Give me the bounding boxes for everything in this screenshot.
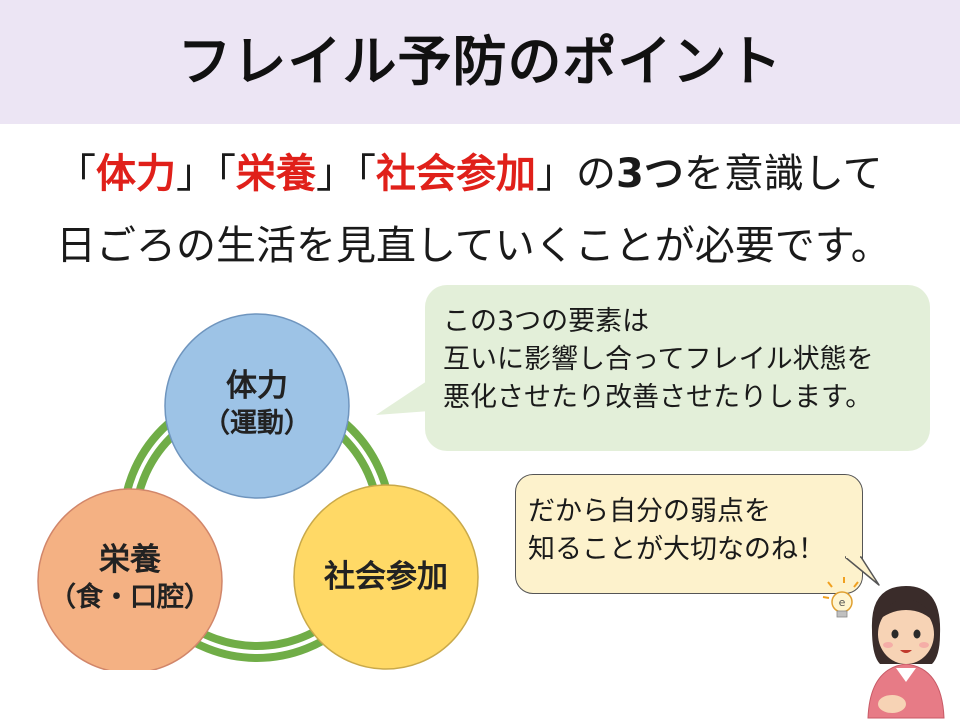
speech-bubble-text: だから自分の弱点を 知ることが大切なのね！	[528, 493, 858, 569]
speech-line-1: だから自分の弱点を	[528, 496, 771, 527]
keyword-nutrition: 栄養	[236, 151, 316, 197]
circle-nutrition	[37, 488, 223, 670]
circle-nutrition-title: 栄養	[99, 542, 161, 578]
circle-physical	[164, 313, 350, 499]
quote-open-1: 「	[56, 151, 96, 197]
quote-close-2: 」	[316, 151, 356, 197]
lead-line-1: 「体力」「栄養」「社会参加」の3つを意識して	[56, 148, 936, 200]
quote-close-1: 」	[176, 151, 216, 197]
circle-social	[293, 484, 479, 670]
circle-social-title: 社会参加	[324, 559, 448, 595]
lead-tail: を意識して	[683, 151, 883, 197]
info-bubble: この3つの要素は 互いに影響し合ってフレイル状態を 悪化させたり改善させたりしま…	[425, 285, 930, 451]
page-title: フレイル予防のポイント	[177, 30, 783, 93]
speech-bubble-tail	[845, 555, 880, 586]
info-line-1: この3つの要素は	[443, 306, 650, 337]
speech-bubble: だから自分の弱点を 知ることが大切なのね！	[515, 474, 863, 594]
quote-open-2: 「	[216, 151, 236, 197]
quote-close-3: 」	[536, 151, 576, 197]
svg-text:e: e	[839, 596, 846, 609]
keyword-social: 社会参加	[376, 151, 536, 197]
circle-physical-title: 体力	[226, 368, 288, 404]
woman-illustration: e	[822, 577, 945, 719]
title-band	[0, 0, 960, 124]
circle-nutrition-label: 栄養 （食・口腔）	[30, 540, 230, 616]
info-bubble-text: この3つの要素は 互いに影響し合ってフレイル状態を 悪化させたり改善させたりしま…	[443, 303, 928, 417]
circle-social-label: 社会参加	[296, 557, 476, 597]
info-line-3: 悪化させたり改善させたりします。	[443, 382, 873, 413]
lead-three: 3つ	[616, 151, 684, 197]
lead-line-2: 日ごろの生活を見直していくことが必要です。	[56, 223, 891, 269]
circle-physical-label: 体力 （運動）	[177, 366, 337, 442]
circle-nutrition-subtitle: （食・口腔）	[49, 582, 211, 613]
info-bubble-tail	[376, 379, 430, 415]
cycle-diagram	[37, 313, 479, 670]
info-line-2: 互いに影響し合ってフレイル状態を	[443, 344, 874, 375]
keyword-physical: 体力	[96, 151, 176, 197]
lead-particle: の	[576, 151, 616, 197]
speech-line-2: 知ることが大切なのね！	[528, 534, 825, 565]
lightbulb-icon: e	[822, 577, 859, 618]
circle-physical-subtitle: （運動）	[203, 408, 311, 439]
quote-open-3: 「	[356, 151, 376, 197]
